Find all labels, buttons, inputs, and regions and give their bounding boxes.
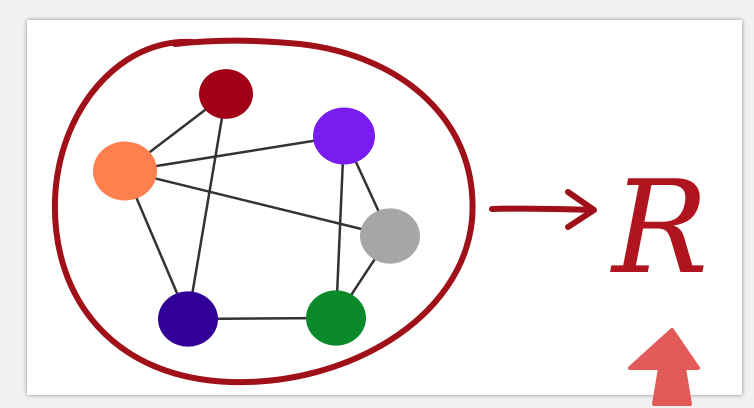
edge-orange-gray [123, 169, 392, 238]
output-arrow [489, 189, 597, 230]
output-symbol: R [610, 154, 708, 303]
node-dark-red [199, 69, 253, 119]
edge-dark-red-dark-blue [186, 92, 228, 321]
arrow-head [565, 189, 597, 230]
node-orange [93, 141, 157, 201]
node-gray [360, 208, 420, 264]
edge-purple-green [334, 134, 346, 320]
node-green [306, 290, 366, 346]
node-dark-blue [158, 291, 218, 347]
enclosure-loop [51, 37, 476, 386]
cursor-arrow-icon [628, 328, 700, 406]
arrow-shaft [489, 205, 595, 213]
drawing-canvas [27, 20, 742, 395]
nodes-group [93, 69, 420, 347]
node-purple [313, 107, 375, 165]
edge-orange-purple [123, 134, 346, 173]
